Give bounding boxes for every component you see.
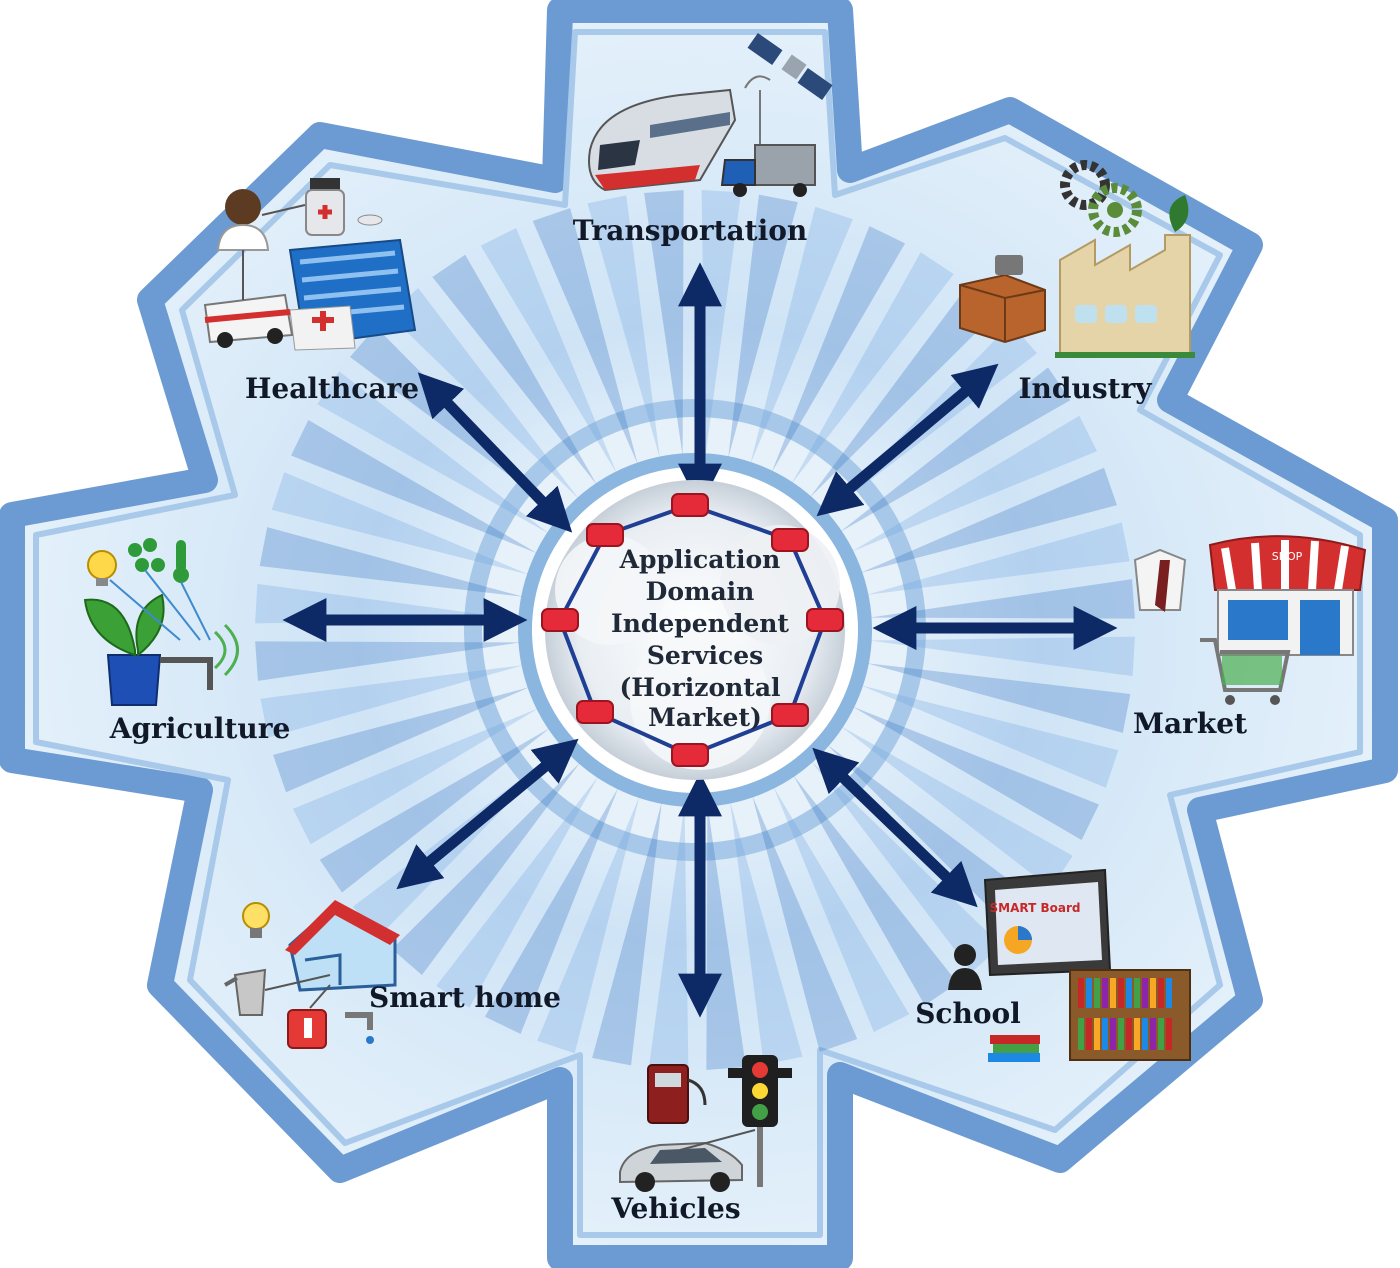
arrow-school bbox=[812, 747, 978, 908]
shirt-icon bbox=[1133, 548, 1187, 612]
node bbox=[576, 700, 614, 724]
shop-sign: SHOP bbox=[1272, 550, 1303, 563]
faucet-icon bbox=[345, 1012, 374, 1044]
node bbox=[586, 523, 624, 547]
label-agriculture: Agriculture bbox=[109, 712, 291, 745]
label-smart-home: Smart home bbox=[369, 981, 561, 1014]
ray bbox=[752, 795, 858, 1052]
arrow-healthcare bbox=[417, 372, 573, 533]
train-icon bbox=[588, 88, 737, 192]
plant-pot-icon bbox=[83, 593, 239, 706]
label-transportation: Transportation bbox=[573, 214, 808, 247]
center-line-2: Domain bbox=[646, 577, 755, 606]
traffic-light-icon bbox=[728, 1055, 792, 1187]
ray bbox=[730, 801, 803, 1065]
industry-group: Industry bbox=[959, 160, 1195, 405]
ray bbox=[866, 522, 1130, 595]
water-drops-icon bbox=[128, 538, 165, 572]
node bbox=[671, 743, 709, 767]
smart-home-group: Smart home bbox=[223, 900, 561, 1049]
teacher-icon bbox=[948, 944, 982, 990]
ray bbox=[860, 467, 1117, 573]
ray bbox=[532, 208, 638, 465]
ray bbox=[866, 663, 1131, 733]
fire-alarm-icon bbox=[287, 1009, 327, 1049]
medicine-bottle-icon bbox=[305, 178, 383, 236]
ray bbox=[771, 226, 906, 473]
satellite-icon bbox=[744, 33, 833, 150]
node bbox=[771, 528, 809, 552]
doctor-icon bbox=[216, 189, 270, 251]
ray bbox=[484, 787, 619, 1034]
ray bbox=[592, 801, 662, 1066]
ray bbox=[259, 527, 524, 597]
label-vehicles: Vehicles bbox=[610, 1192, 740, 1225]
center-line-4: Services bbox=[647, 641, 763, 670]
hospital-icon bbox=[288, 238, 417, 351]
transportation-group: Transportation bbox=[573, 33, 833, 247]
thermometer-icon bbox=[173, 540, 189, 583]
house-icon bbox=[285, 900, 400, 992]
label-school: School bbox=[915, 997, 1021, 1030]
arrows bbox=[282, 262, 1118, 1018]
center-line-1: Application bbox=[619, 545, 781, 574]
lightbulb-icon bbox=[87, 550, 117, 586]
center-cloud bbox=[545, 480, 845, 780]
center-line-5: (Horizontal bbox=[619, 673, 780, 702]
node bbox=[806, 608, 844, 632]
ray bbox=[587, 195, 660, 459]
vehicles-group: Vehicles bbox=[610, 1055, 792, 1225]
fuel-pump-icon bbox=[647, 1064, 707, 1124]
arrow-smart-home bbox=[396, 738, 579, 890]
center-line-6: Market) bbox=[648, 703, 762, 732]
truck-icon bbox=[720, 144, 816, 197]
service-nodes bbox=[541, 493, 844, 767]
ambulance-icon bbox=[203, 293, 294, 348]
shopping-cart-icon bbox=[1200, 638, 1291, 705]
books-stack-icon bbox=[988, 1035, 1040, 1062]
market-group: SHOP Market bbox=[1133, 535, 1367, 740]
ray bbox=[644, 190, 684, 456]
node bbox=[771, 703, 809, 727]
smartboard-icon: SMART Board bbox=[983, 868, 1112, 977]
ray bbox=[861, 685, 1119, 788]
node bbox=[541, 608, 579, 632]
lightbulb-icon bbox=[242, 902, 270, 938]
ray bbox=[728, 194, 798, 459]
label-market: Market bbox=[1133, 707, 1247, 740]
ray bbox=[750, 206, 853, 464]
board-brand: SMART Board bbox=[990, 901, 1081, 915]
ray bbox=[260, 665, 524, 738]
arrow-industry bbox=[816, 363, 999, 517]
center-label: Application Domain Independent Services … bbox=[611, 545, 789, 732]
ray bbox=[255, 641, 521, 681]
gears-icon bbox=[1060, 160, 1142, 237]
bookshelf-icon bbox=[1069, 969, 1191, 1061]
label-healthcare: Healthcare bbox=[245, 372, 419, 405]
ray bbox=[480, 227, 617, 474]
ray bbox=[773, 786, 910, 1033]
shop-icon: SHOP bbox=[1208, 535, 1367, 656]
center-line-3: Independent bbox=[611, 609, 789, 638]
factory-icon bbox=[1055, 195, 1195, 358]
ray bbox=[537, 796, 640, 1054]
box-icon bbox=[959, 255, 1046, 344]
gear-inner-outline bbox=[33, 29, 1363, 1238]
node bbox=[671, 493, 709, 517]
kettle-icon bbox=[223, 968, 267, 1016]
label-industry: Industry bbox=[1018, 372, 1152, 405]
car-icon bbox=[619, 1141, 743, 1192]
school-group: SMART Board School bbox=[915, 868, 1191, 1062]
ray bbox=[271, 472, 529, 575]
agriculture-group: Agriculture bbox=[83, 538, 291, 745]
healthcare-group: Healthcare bbox=[203, 178, 419, 405]
